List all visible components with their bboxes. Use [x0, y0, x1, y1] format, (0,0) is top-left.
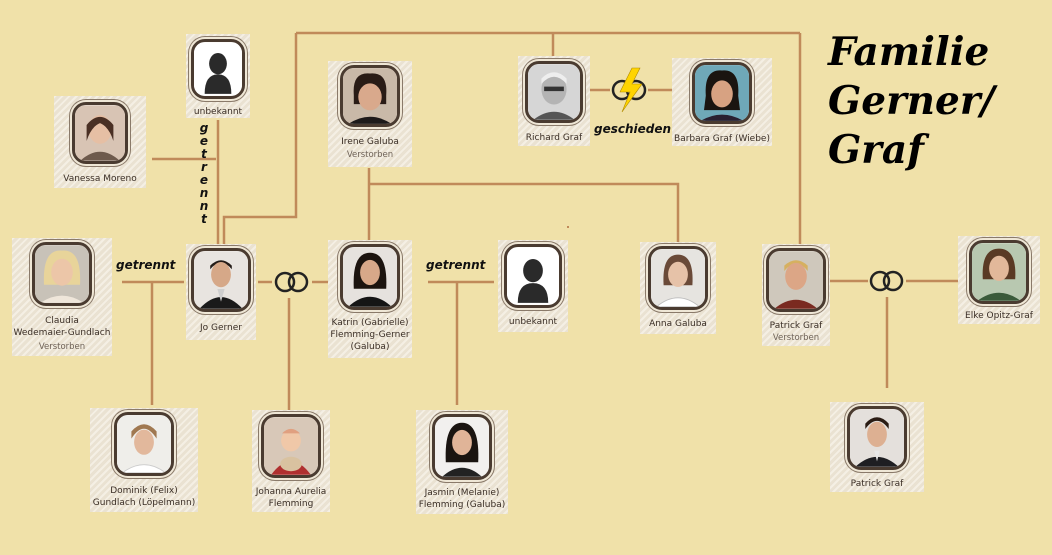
person-card-anna-galuba[interactable]: Anna Galuba [640, 242, 716, 334]
person-name: Patrick Graf [769, 321, 823, 331]
vertical-label-letter: t [201, 147, 207, 161]
person-name: Claudia [45, 316, 79, 326]
person-name-line-2: Flemming-Gerner [330, 330, 410, 340]
person-card-richard-graf[interactable]: Richard Graf [518, 56, 590, 146]
person-name-line-3: (Galuba) [350, 342, 390, 352]
person-card-patrick-graf-jr[interactable]: Patrick Graf [830, 402, 924, 492]
vertical-label-letter: e [199, 173, 209, 187]
person-status: Verstorben [772, 333, 820, 343]
vertical-label-letter: n [199, 186, 209, 200]
title-line-1: Familie [828, 29, 990, 75]
portrait-photo [72, 102, 128, 164]
person-name: Jasmin (Melanie) [424, 488, 500, 498]
person-name: Elke Opitz-Graf [965, 311, 1033, 321]
person-name: Richard Graf [525, 133, 583, 143]
person-card-unknown-top[interactable]: unbekannt [186, 34, 250, 118]
person-name-line-2: Gundlach (Löpelmann) [92, 498, 196, 508]
irene-anna-line [369, 182, 680, 244]
portrait-photo [432, 414, 492, 480]
person-name-line-2: Flemming [268, 499, 314, 509]
portrait-photo [32, 242, 92, 306]
portrait-photo [114, 412, 174, 476]
relation-label-divorced: geschieden [594, 122, 672, 136]
person-name: Dominik (Felix) [110, 486, 178, 496]
portrait-photo [847, 406, 907, 470]
vertical-label-letter: t [201, 212, 207, 226]
relation-label-separated: getrennt [426, 258, 486, 272]
vertical-label-letter: n [199, 199, 209, 213]
person-card-irene-galuba[interactable]: Irene Galuba Verstorben [328, 61, 412, 167]
person-name-line-2: Flemming (Galuba) [418, 500, 506, 510]
relation-label-separated: getrennt [116, 258, 176, 272]
title-line-3: Graf [828, 127, 924, 173]
person-name: Jo Gerner [199, 323, 243, 333]
person-name: Anna Galuba [649, 319, 707, 329]
person-card-dominik-gundlach[interactable]: Dominik (Felix) Gundlach (Löpelmann) [90, 408, 198, 512]
person-name: Katrin (Gabrielle) [331, 318, 409, 328]
portrait-photo [340, 65, 400, 127]
unknown-silhouette-icon [504, 244, 562, 308]
vertical-label-letter: g [199, 121, 209, 135]
portrait-photo [525, 61, 583, 123]
unknown-silhouette-icon [191, 39, 245, 99]
person-card-johanna-flemming[interactable]: Johanna Aurelia Flemming [252, 410, 330, 512]
portrait-photo [692, 62, 752, 124]
person-card-vanessa-moreno[interactable]: Vanessa Moreno [54, 96, 146, 188]
person-status: Verstorben [346, 150, 394, 160]
vertical-label-letter: r [201, 160, 207, 174]
page-title: Familie Gerner/ Graf [828, 28, 995, 175]
person-name: Irene Galuba [341, 137, 399, 147]
person-card-jasmin-flemming[interactable]: Jasmin (Melanie) Flemming (Galuba) [416, 410, 508, 514]
portrait-photo [766, 248, 826, 312]
person-name: Patrick Graf [850, 479, 904, 489]
portrait-photo [648, 246, 708, 310]
portrait-photo [340, 244, 400, 310]
person-name: Vanessa Moreno [63, 174, 137, 184]
portrait-photo [261, 414, 321, 478]
person-name: unbekannt [193, 107, 243, 117]
person-name: Barbara Graf (Wiebe) [674, 134, 770, 144]
jo-to-richard-line [222, 33, 298, 248]
person-card-katrin-flemming-gerner[interactable]: Katrin (Gabrielle) Flemming-Gerner (Galu… [328, 240, 412, 358]
person-status: Verstorben [38, 342, 86, 352]
title-line-2: Gerner/ [828, 78, 995, 124]
wedding-rings-icon [274, 271, 309, 293]
wedding-rings-icon [869, 270, 904, 292]
portrait-photo [191, 248, 251, 312]
person-name: unbekannt [508, 317, 558, 327]
connector-lines [122, 31, 958, 410]
lightning-bolt-icon [619, 67, 643, 113]
portrait-photo [969, 240, 1029, 304]
person-card-jo-gerner[interactable]: Jo Gerner [186, 244, 256, 340]
person-card-barbara-graf[interactable]: Barbara Graf (Wiebe) [672, 58, 772, 146]
person-name-line-2: Wedemaier-Gundlach [13, 328, 111, 338]
person-card-elke-opitz-graf[interactable]: Elke Opitz-Graf [958, 236, 1040, 324]
person-card-unknown-mid[interactable]: unbekannt [498, 240, 568, 332]
person-card-patrick-graf-sr[interactable]: Patrick Graf Verstorben [762, 244, 830, 346]
stray-dot [567, 226, 569, 228]
person-card-claudia-wedemaier-gundlach[interactable]: Claudia Wedemaier-Gundlach Verstorben [12, 238, 112, 356]
person-name: Johanna Aurelia [255, 487, 327, 497]
vertical-label-letter: e [199, 134, 209, 148]
